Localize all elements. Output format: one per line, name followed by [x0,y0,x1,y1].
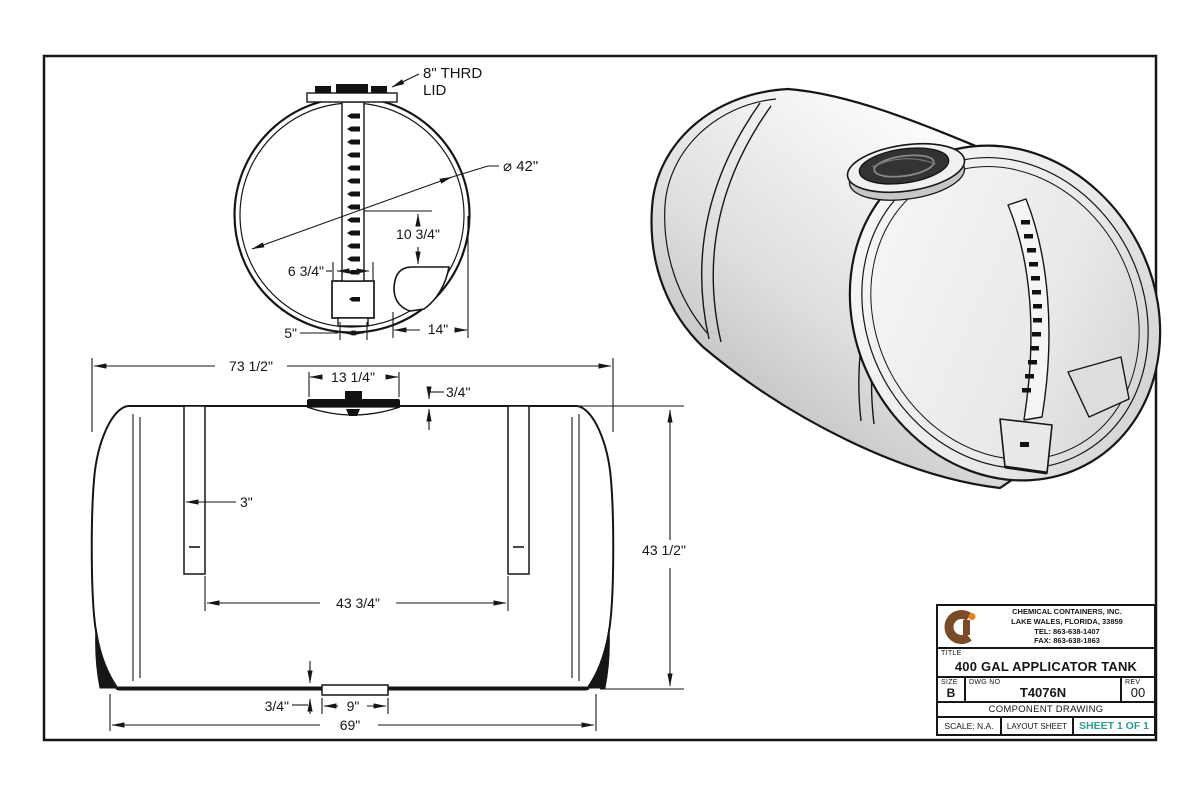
lid-callout-line2: LID [423,82,447,99]
side-dimensions [91,358,684,731]
dim-sump-depth: 3/4" [265,698,289,714]
size-dwg-rev-row: SIZE B DWG NO T4076N REV 00 [938,678,1154,703]
dim-overall-length: 73 1/2" [229,358,273,374]
sheet-number: SHEET 1 OF 1 [1078,720,1150,732]
dim-drain-width: 5" [284,325,297,341]
lid-front [315,84,387,93]
dim-overall-height: 43 1/2" [642,542,686,558]
company-logo [938,609,984,645]
company-tel: TEL: 863-638-1407 [1034,626,1100,636]
dwg-cell: DWG NO T4076N [966,678,1122,701]
dim-step-offset: 14" [428,321,449,337]
dwg-label: DWG NO [969,679,1001,686]
company-fax: FAX: 863-638-1863 [1034,636,1100,646]
layout-sheet-label: LAYOUT SHEET [1002,718,1074,734]
dim-diameter: ⌀ 42" [503,158,538,175]
drawing-title: 400 GAL APPLICATOR TANK [954,659,1138,674]
band-left [183,405,206,575]
scale-row: SCALE: N.A. LAYOUT SHEET SHEET 1 OF 1 [938,718,1154,734]
rev-cell: REV 00 [1122,678,1154,701]
dim-sump-width-front: 6 3/4" [288,263,324,279]
size-value: B [946,686,956,700]
gauge-ticks-3d [1021,220,1042,393]
dim-band-width: 3" [240,494,253,510]
rear-cap-line [664,98,777,334]
title-block: CHEMICAL CONTAINERS, INC. LAKE WALES, FL… [936,604,1156,736]
scale-value: SCALE: N.A. [938,718,1002,734]
band-groove-rear [701,102,761,340]
company-row: CHEMICAL CONTAINERS, INC. LAKE WALES, FL… [938,606,1154,649]
title-row: TITLE 400 GAL APPLICATOR TANK [938,649,1154,678]
sheet-border [42,54,1158,742]
dim-band-spacing: 43 3/4" [336,595,380,611]
dwg-number: T4076N [1019,685,1067,700]
band-groove-rear-2 [712,105,772,343]
isometric-view [650,87,1162,490]
company-address: LAKE WALES, FLORIDA, 33859 [1011,616,1123,626]
front-dimensions [251,73,499,340]
lid-3d [846,142,966,201]
rev-label: REV [1125,679,1141,686]
company-info: CHEMICAL CONTAINERS, INC. LAKE WALES, FL… [984,607,1154,646]
cci-logo-icon [944,609,976,644]
size-label: SIZE [941,679,958,686]
lid-side [306,391,401,416]
dim-lid-width: 13 1/4" [331,369,375,385]
dim-base-length: 69" [340,717,361,733]
size-cell: SIZE B [938,678,966,701]
end-knuckle-lines [132,414,580,681]
band-right [507,405,530,575]
side-view: 73 1/2" 13 1/4" 3/4" 3" 43 3/4" 43 1/2" … [90,358,686,733]
gauge-strip-3d [1007,198,1050,421]
step-3d [1067,356,1130,418]
sump-plate-side [321,684,389,696]
dim-sump-width-side: 9" [347,698,360,714]
tank-side-outline [90,405,615,690]
step-front [393,266,450,312]
lid-plate-front [306,92,398,103]
dim-lid-height: 3/4" [446,384,470,400]
front-view: 8" THRD LID ⌀ 42" 10 3/4" 6 3/4" 5" 14" [233,65,538,341]
company-name: CHEMICAL CONTAINERS, INC. [1012,607,1122,616]
drawing-type: COMPONENT DRAWING [938,703,1154,718]
drain-plate-front [337,317,369,327]
title-label: TITLE [941,650,962,657]
lid-callout-line1: 8" THRD [423,65,482,82]
dim-center-to-step: 10 3/4" [396,226,440,242]
rev-value: 00 [1130,685,1146,700]
